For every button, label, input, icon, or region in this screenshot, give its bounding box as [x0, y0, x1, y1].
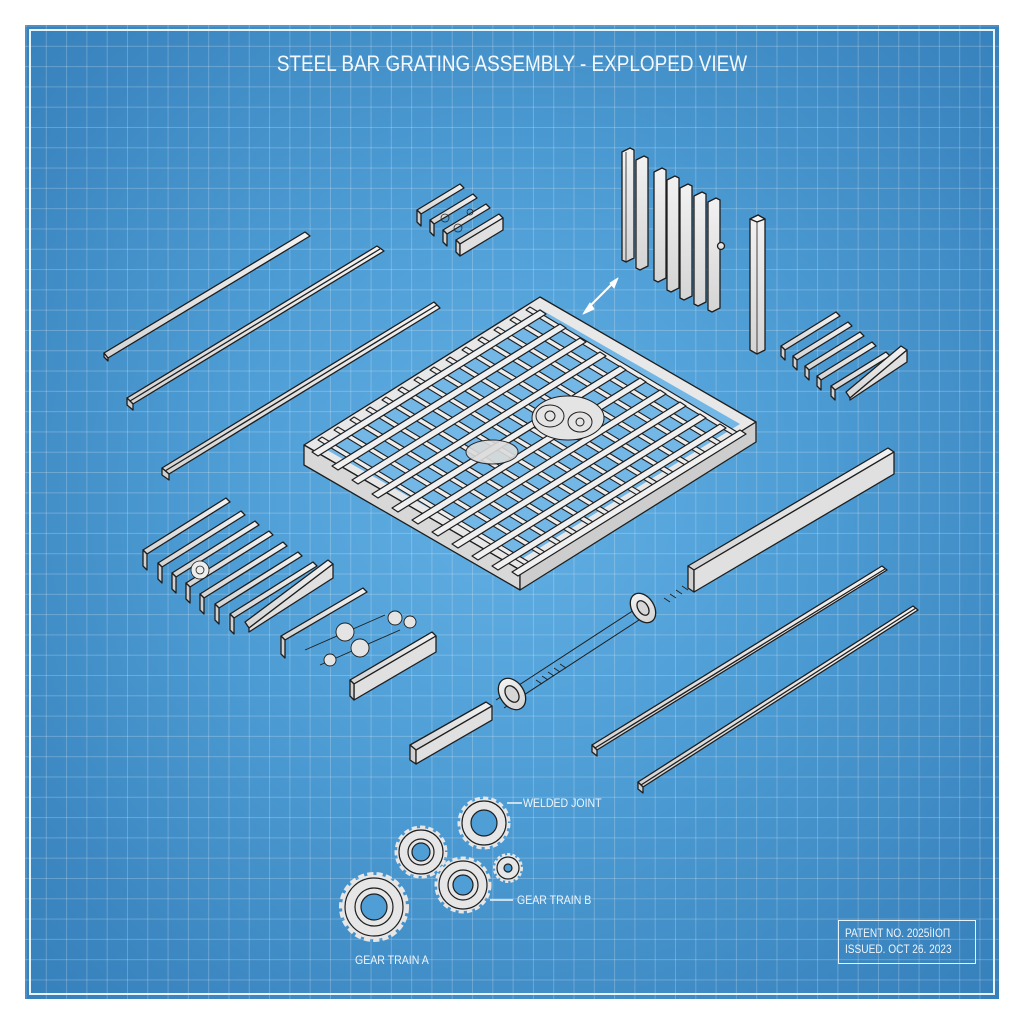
label-gear-train-a: GEAR TRAIN A	[355, 953, 429, 967]
sheet-border	[29, 29, 995, 995]
explode-arrow	[582, 277, 619, 315]
loose-bar-2	[126, 245, 385, 411]
main-grating-panel	[303, 296, 757, 591]
drive-shaft	[409, 447, 895, 765]
vertical-bar-assembly	[621, 147, 726, 313]
issued-date: ISSUED. OCT 26. 2023	[845, 944, 952, 956]
drawing-title: STEEL BAR GRATING ASSEMBLY - EXPLOPED VI…	[276, 51, 748, 76]
gear-a	[339, 872, 409, 942]
label-gear-train-b: GEAR TRAIN B	[517, 893, 592, 907]
gear-welded-joint	[457, 796, 511, 850]
loose-bar-5	[637, 605, 919, 794]
bar-cluster-right	[780, 311, 908, 401]
loose-bar-1	[103, 231, 311, 362]
gear-b-main	[434, 856, 492, 914]
bar-cluster-top	[416, 183, 504, 257]
vertical-post	[749, 214, 766, 355]
gear-b-upper	[394, 825, 448, 879]
title-block: PATENT NO. 2025ÍIOП ISSUED. OCT 26. 2023	[838, 920, 976, 964]
gear-frame	[280, 587, 437, 701]
loose-bar-3	[161, 301, 441, 481]
gear-set	[339, 796, 523, 942]
bar-cluster-left	[142, 497, 334, 635]
leader-lines	[490, 802, 522, 901]
loose-bar-4	[591, 565, 888, 757]
label-welded-joint: WELDED JOINT	[523, 796, 602, 810]
gear-small	[493, 853, 523, 883]
patent-number: PATENT NO. 2025ÍIOП	[845, 928, 951, 940]
